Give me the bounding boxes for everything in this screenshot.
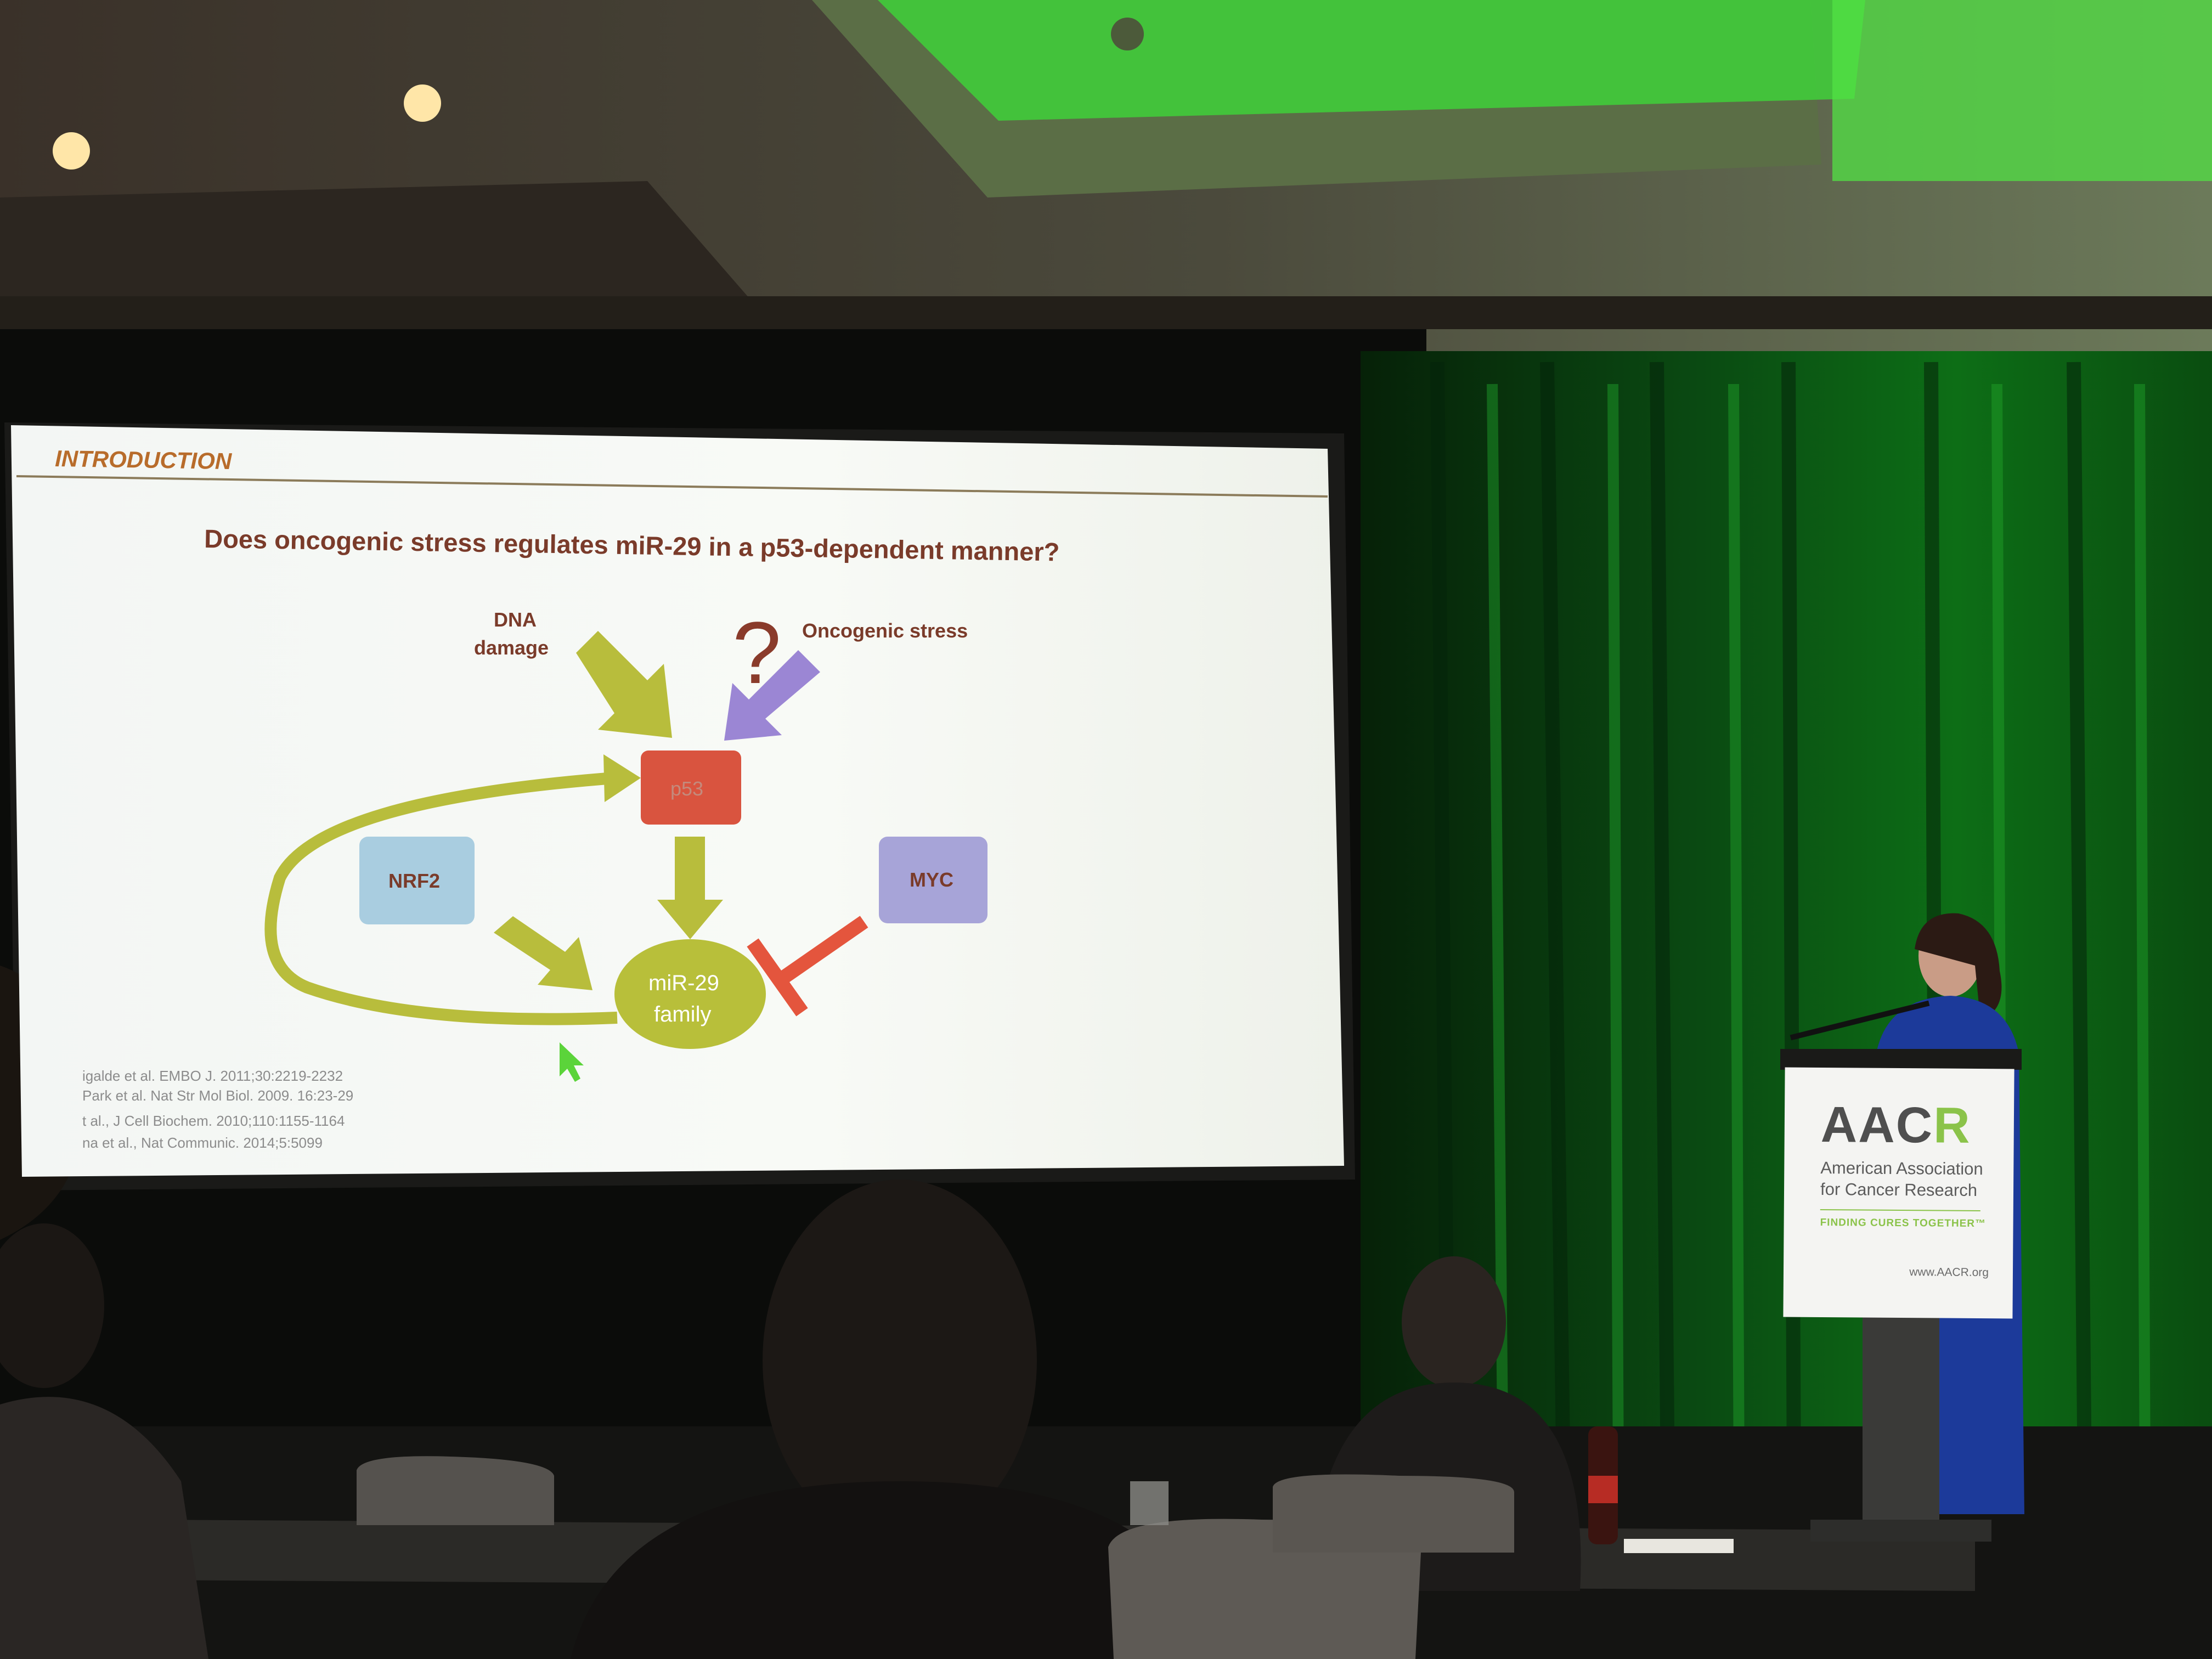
aacr-tagline: FINDING CURES TOGETHER™ (1820, 1216, 1987, 1229)
ceiling-spotlight (404, 84, 441, 122)
reference-line: na et al., Nat Communic. 2014;5:5099 (82, 1135, 323, 1151)
chair-back (1108, 1519, 1421, 1659)
chair-back (357, 1456, 554, 1525)
nrf2-label: NRF2 (388, 870, 440, 892)
mir29-label: family (654, 1002, 711, 1026)
mir29-label: miR-29 (648, 971, 719, 995)
ceiling-green-light-right (1832, 0, 2212, 181)
feedback-loop-arrowhead (603, 754, 641, 802)
reference-line: igalde et al. EMBO J. 2011;30:2219-2232 (82, 1068, 343, 1084)
mir29-family-node (614, 939, 766, 1049)
reference-line: t al., J Cell Biochem. 2010;110:1155-116… (82, 1113, 345, 1129)
dna-damage-label: DNA (494, 608, 537, 631)
slide-header-rule (16, 475, 1328, 498)
dna-damage-label: damage (474, 636, 549, 659)
aacr-divider (1820, 1209, 1980, 1211)
audience-head (0, 1223, 104, 1388)
reference-line: Park et al. Nat Str Mol Biol. 2009. 16:2… (82, 1087, 353, 1104)
oncogenic-stress-arrow (724, 650, 820, 741)
nrf2-to-mir29-arrow (494, 916, 592, 990)
nrf2-node (359, 837, 475, 924)
ceiling-coffer-left (0, 181, 757, 307)
aacr-logo: AACR (1820, 1097, 1998, 1154)
oncogenic-stress-label: Oncogenic stress (802, 619, 968, 642)
audience-head (1402, 1256, 1506, 1388)
glass (1130, 1481, 1169, 1525)
bottle-label (1588, 1476, 1618, 1503)
podium-sign: AACR American Association for Cancer Res… (1783, 1067, 2015, 1319)
myc-inhibition-bar (747, 938, 808, 1017)
ceiling-sprinkler (1111, 18, 1144, 50)
ceiling-spotlight (53, 132, 90, 170)
aacr-org-line: American Association (1820, 1158, 1983, 1179)
p53-label: p53 (670, 777, 703, 800)
aacr-org-name: American Association for Cancer Research (1820, 1158, 1997, 1201)
myc-node (879, 837, 988, 923)
podium-stand (1863, 1317, 1939, 1533)
myc-label: MYC (910, 868, 953, 891)
aacr-logo-r: R (1933, 1097, 1971, 1154)
audience-body (0, 1397, 208, 1659)
audience-head (763, 1180, 1037, 1542)
microphone (1790, 1000, 1930, 1041)
p53-to-mir29-arrow (657, 837, 723, 939)
mouse-cursor-icon (560, 1042, 584, 1082)
ceiling-beam (0, 296, 2212, 329)
table-paper (1624, 1539, 1734, 1553)
aacr-logo-text: AAC (1820, 1097, 1934, 1154)
feedback-loop-arrow (264, 772, 618, 1025)
audience-body (571, 1481, 1218, 1659)
speaker-hair (1915, 913, 2002, 1020)
myc-inhibition-line (779, 916, 868, 984)
aacr-url: www.AACR.org (1909, 1265, 1989, 1279)
aacr-org-line: for Cancer Research (1820, 1179, 1978, 1200)
dna-damage-arrow (576, 631, 672, 738)
chair-back (1273, 1474, 1514, 1553)
podium-base (1810, 1520, 1991, 1542)
p53-node (641, 751, 741, 825)
slide-section-label: INTRODUCTION (55, 445, 233, 474)
podium-top (1780, 1049, 2022, 1070)
